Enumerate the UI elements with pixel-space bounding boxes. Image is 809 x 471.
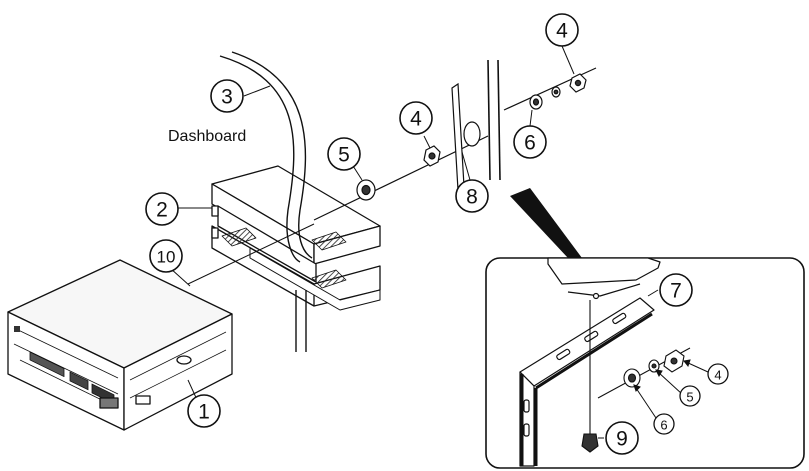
callout-6-number: 6 bbox=[524, 132, 536, 155]
callout-4-upper-number: 4 bbox=[556, 20, 568, 43]
mounting-sleeve bbox=[211, 165, 381, 311]
callout-4-middle: 4 bbox=[399, 101, 433, 135]
callout-1: 1 bbox=[187, 394, 221, 428]
callout-4-small-number: 4 bbox=[714, 368, 721, 383]
zoom-pointer bbox=[510, 188, 582, 258]
dashboard-label: Dashboard bbox=[168, 128, 246, 145]
callout-4-small: 4 bbox=[707, 363, 729, 385]
callout-5-small: 5 bbox=[679, 385, 701, 407]
callout-9-number: 9 bbox=[616, 428, 628, 451]
dashboard-outline bbox=[219, 51, 313, 352]
callout-8: 8 bbox=[455, 179, 489, 213]
callout-1-number: 1 bbox=[198, 401, 210, 424]
callout-3-number: 3 bbox=[221, 86, 233, 109]
callout-6: 6 bbox=[513, 125, 547, 159]
callout-8-number: 8 bbox=[466, 186, 478, 209]
callout-4-middle-number: 4 bbox=[410, 108, 422, 131]
callout-9: 9 bbox=[605, 421, 639, 455]
callout-5-small-number: 5 bbox=[686, 390, 693, 405]
callout-2-number: 2 bbox=[156, 199, 168, 222]
callout-7-number: 7 bbox=[670, 280, 682, 303]
bolt-assembly-right bbox=[503, 67, 597, 111]
callout-10: 10 bbox=[149, 239, 183, 273]
head-unit bbox=[7, 259, 233, 431]
callout-6-small: 6 bbox=[653, 413, 675, 435]
callout-6-small-number: 6 bbox=[660, 418, 667, 433]
callout-7: 7 bbox=[659, 273, 693, 307]
callout-5-number: 5 bbox=[338, 144, 350, 167]
detail-inset bbox=[485, 257, 805, 469]
callout-2: 2 bbox=[145, 192, 179, 226]
callout-10-number: 10 bbox=[157, 248, 176, 267]
bolt-assembly-main bbox=[187, 59, 501, 285]
callout-3: 3 bbox=[210, 79, 244, 113]
callout-5: 5 bbox=[327, 137, 361, 171]
callout-4-upper: 4 bbox=[545, 13, 579, 47]
